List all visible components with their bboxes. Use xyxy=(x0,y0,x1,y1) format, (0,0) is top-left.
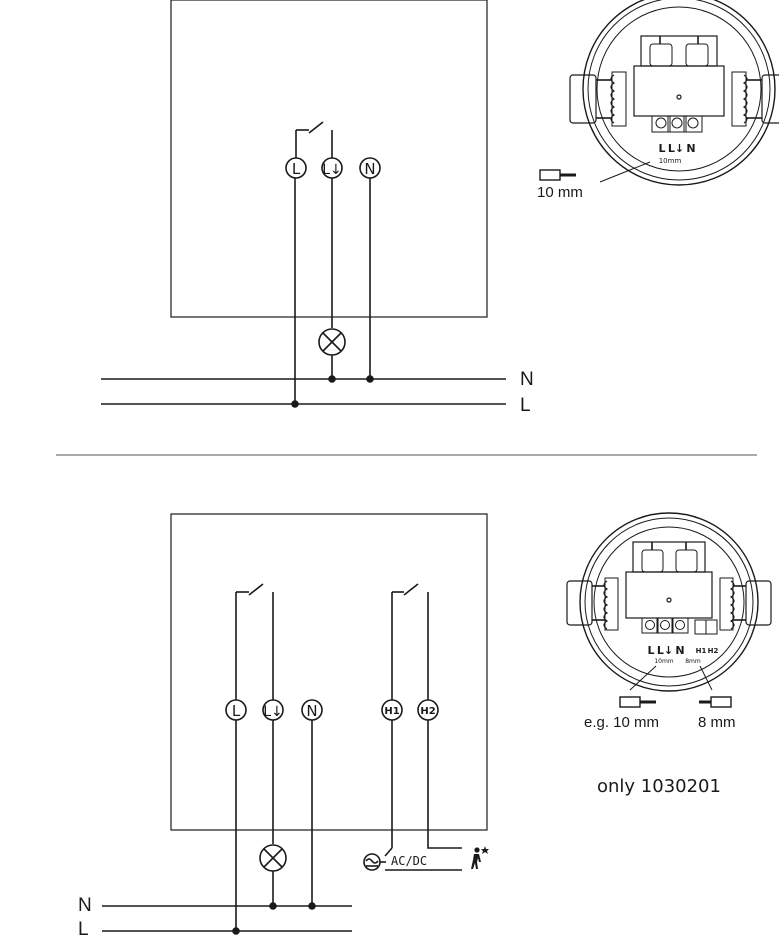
svg-text:L↓: L↓ xyxy=(668,142,684,155)
top-terminal-n: N xyxy=(359,157,381,179)
bottom-device-illustration: L L↓ N H1 H2 10mm 8mm xyxy=(566,512,772,692)
svg-text:L: L xyxy=(292,160,301,178)
top-bus-label-l: L xyxy=(520,395,531,416)
top-terminal-load: L↓ xyxy=(321,157,343,179)
svg-text:8mm: 8mm xyxy=(685,658,701,665)
bottom-relay-contact xyxy=(235,583,274,702)
svg-text:10mm: 10mm xyxy=(654,658,673,665)
model-note: only 1030201 xyxy=(597,776,721,797)
svg-text:H2: H2 xyxy=(420,706,435,717)
bottom-junction-n-lamp xyxy=(269,902,277,910)
svg-text:H1: H1 xyxy=(384,706,399,717)
svg-text:N: N xyxy=(306,702,317,720)
svg-text:N: N xyxy=(675,644,684,657)
svg-text:L↓: L↓ xyxy=(322,162,342,178)
svg-text:N: N xyxy=(686,142,695,155)
svg-text:H1: H1 xyxy=(696,647,707,655)
bottom-terminal-l: L xyxy=(225,699,247,721)
svg-text:L↓: L↓ xyxy=(657,644,673,657)
top-junction-n xyxy=(366,375,374,383)
top-wire-strip-icon xyxy=(539,169,576,181)
top-device-illustration: L L↓ N 10mm xyxy=(569,0,779,186)
svg-text:N: N xyxy=(364,160,375,178)
bottom-lamp-symbol xyxy=(259,844,287,906)
bottom-wire-strip-icon-main xyxy=(619,696,656,708)
top-relay-contact xyxy=(295,121,333,159)
bottom-strip-length-aux: 8 mm xyxy=(698,714,736,731)
bottom-bus-label-n: N xyxy=(78,895,92,916)
ac-dc-supply-label: AC/DC xyxy=(391,854,428,868)
bottom-junction-n xyxy=(308,902,316,910)
top-device-housing xyxy=(170,0,488,318)
top-lamp-symbol xyxy=(318,328,346,379)
bottom-wire-strip-icon-aux xyxy=(699,696,732,708)
bottom-device-housing xyxy=(170,513,488,831)
svg-text:10mm: 10mm xyxy=(659,157,682,165)
top-terminal-l: L xyxy=(285,157,307,179)
bottom-terminal-n: N xyxy=(301,699,323,721)
bottom-wiring-diagram: L L↓ N H1 H2 xyxy=(102,512,772,935)
bottom-terminal-h1: H1 xyxy=(381,699,403,721)
top-strip-length: 10 mm xyxy=(537,184,583,201)
svg-text:H2: H2 xyxy=(708,647,719,655)
bottom-bus-label-l: L xyxy=(78,919,89,940)
bottom-h-input-contact xyxy=(391,583,429,702)
top-junction-n-lamp xyxy=(328,375,336,383)
bottom-junction-l xyxy=(232,927,240,935)
top-bus-label-n: N xyxy=(520,369,534,390)
bottom-terminal-h2: H2 xyxy=(417,699,439,721)
top-wiring-diagram: L L↓ N xyxy=(101,0,779,408)
top-junction-l xyxy=(291,400,299,408)
svg-text:L: L xyxy=(658,142,665,155)
svg-text:L: L xyxy=(232,702,241,720)
ac-dc-supply-icon xyxy=(363,853,386,871)
motion-detector-icon xyxy=(471,846,489,869)
bottom-strip-length-main: e.g. 10 mm xyxy=(584,714,660,731)
bottom-terminal-load: L↓ xyxy=(262,699,284,721)
svg-text:L: L xyxy=(647,644,654,657)
bottom-wire-h1-return xyxy=(384,847,393,857)
svg-text:L↓: L↓ xyxy=(263,704,283,720)
bottom-wire-h2 xyxy=(427,720,462,849)
